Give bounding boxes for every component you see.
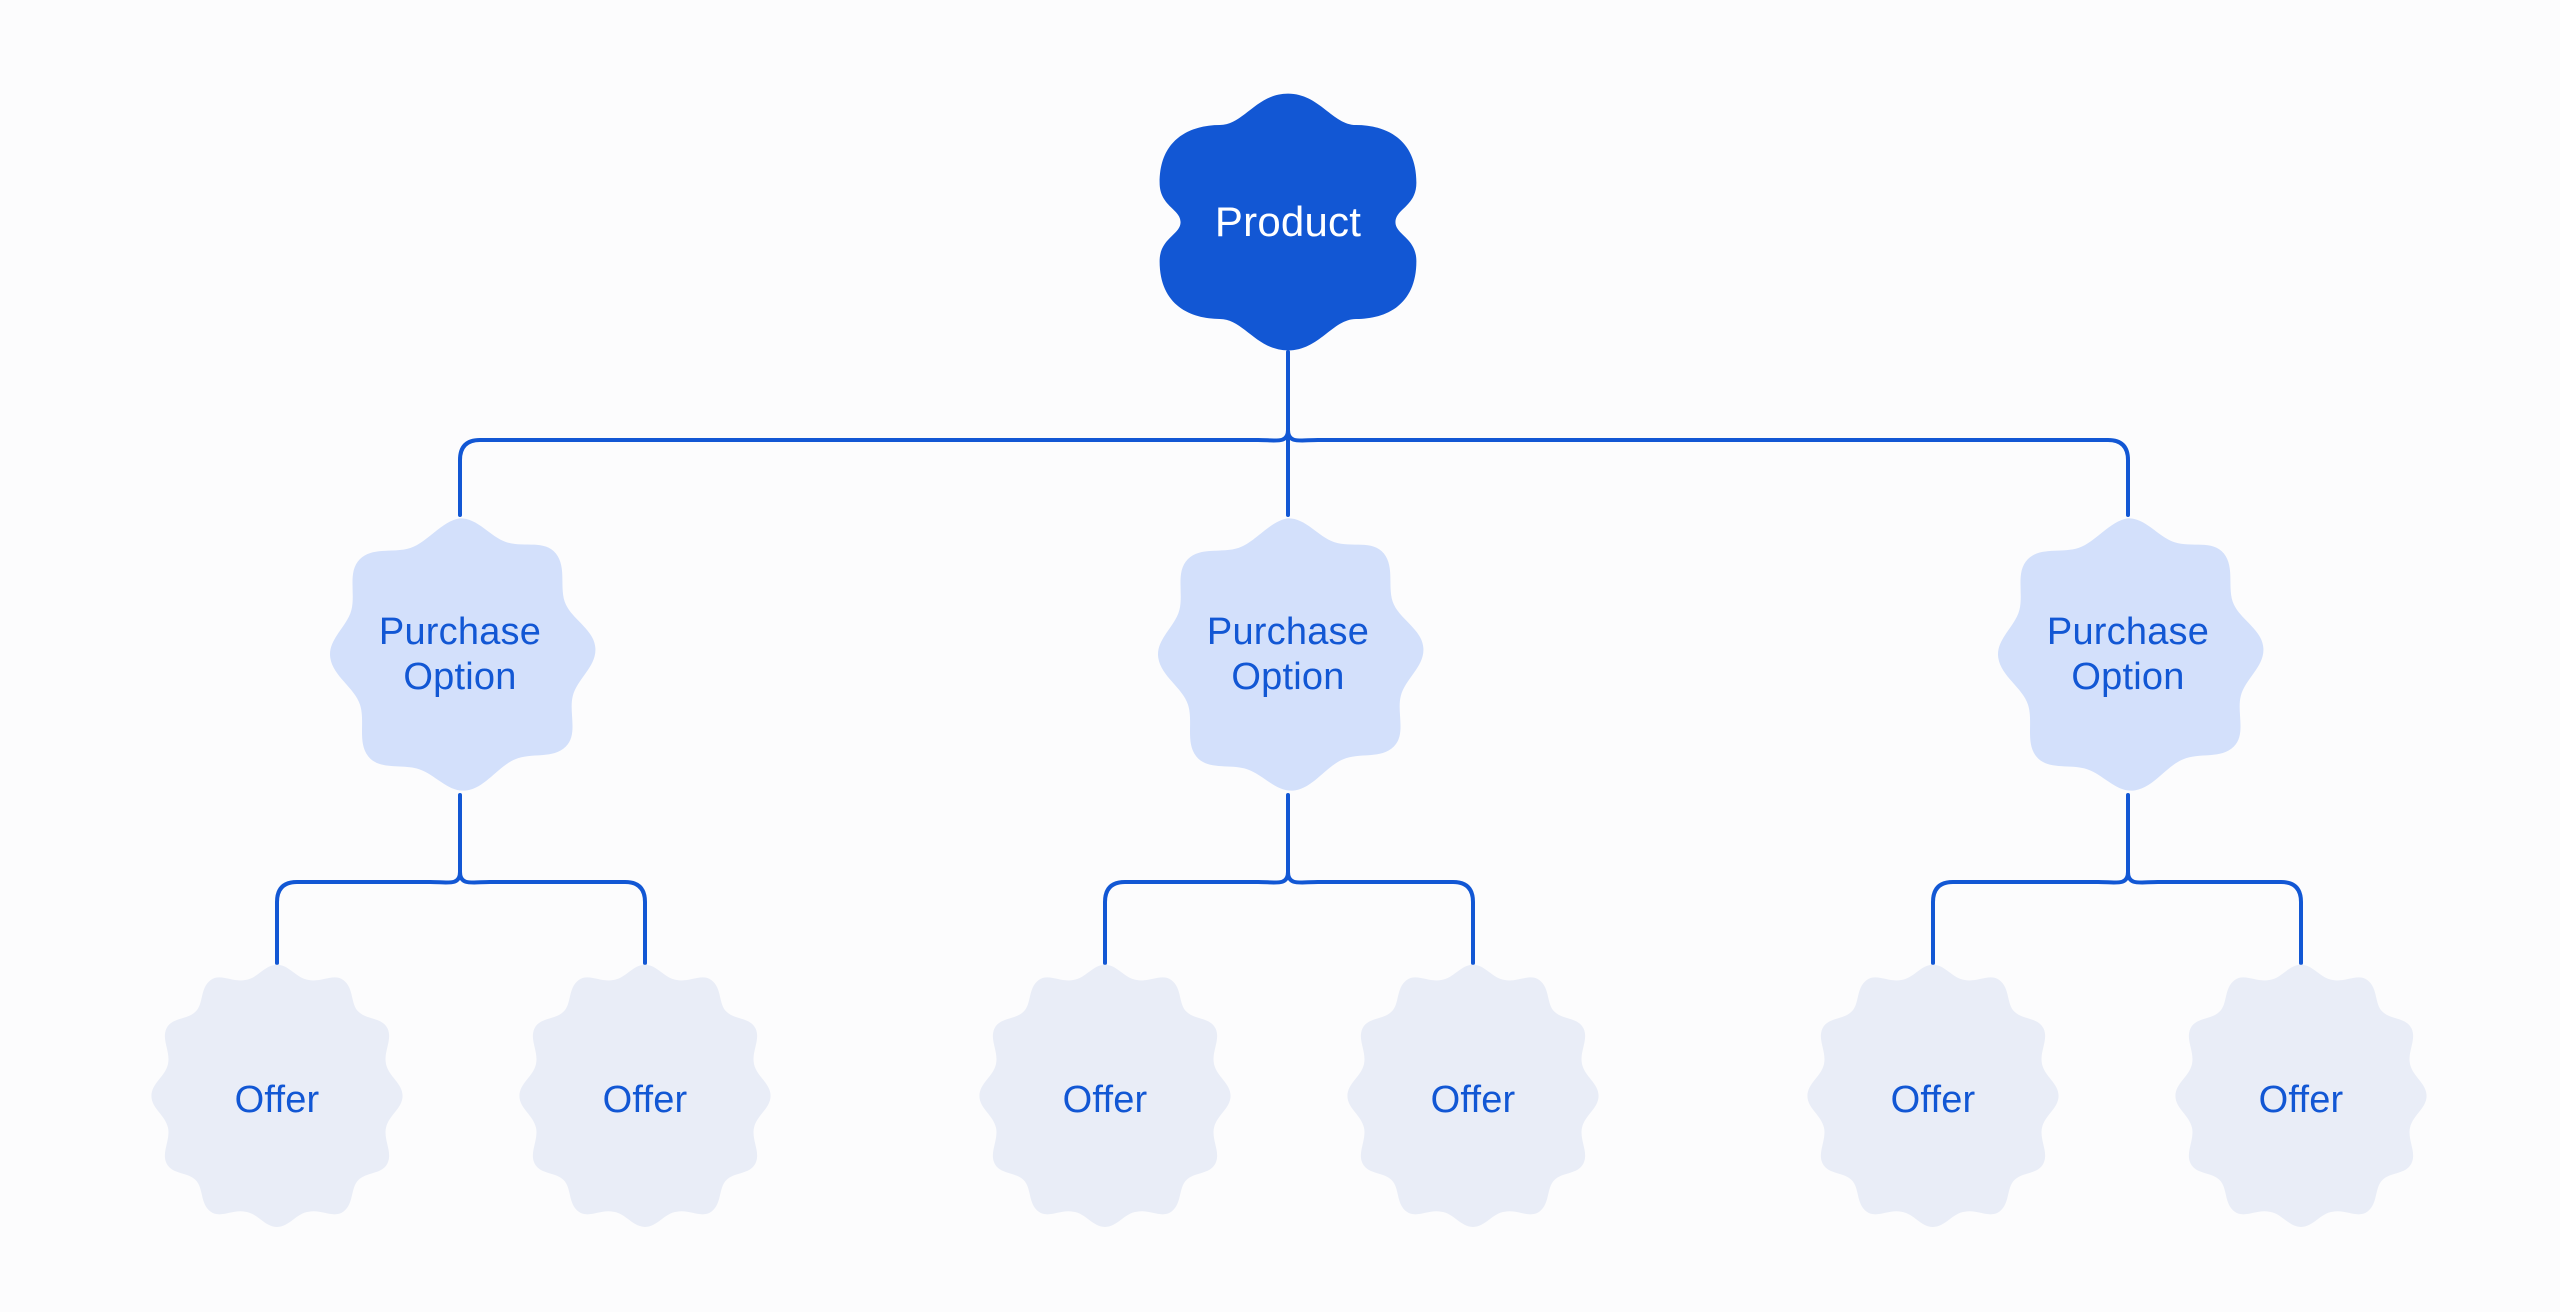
offer-scallop-shape bbox=[507, 960, 783, 1240]
edge-option3-cusp-right bbox=[2126, 870, 2160, 885]
node-purchase-option-label: Purchase Option bbox=[1206, 611, 1370, 698]
node-offer-4[interactable]: Offer bbox=[1335, 960, 1611, 1240]
offer-scallop-shape bbox=[139, 960, 415, 1240]
node-offer-5[interactable]: Offer bbox=[1795, 960, 2071, 1240]
edge-option3-cusp-left bbox=[2096, 870, 2130, 885]
purchase-option-blob-shape bbox=[1138, 514, 1438, 796]
purchase-option-blob-shape bbox=[310, 514, 610, 796]
offer-scallop-shape bbox=[1335, 960, 1611, 1240]
node-offer-label: Offer bbox=[234, 1078, 320, 1121]
node-purchase-option-3[interactable]: Purchase Option bbox=[1978, 514, 2278, 796]
edge-option2-cusp-left bbox=[1256, 870, 1290, 885]
edge-option2-cusp-right bbox=[1286, 870, 1320, 885]
node-offer-label: Offer bbox=[1062, 1078, 1148, 1121]
edge-option2-to-offer3 bbox=[1103, 880, 1260, 965]
edge-option1-to-offer1 bbox=[275, 880, 432, 965]
node-offer-3[interactable]: Offer bbox=[967, 960, 1243, 1240]
edge-bus-left bbox=[458, 438, 1260, 517]
edge-bus-cusp-left bbox=[1256, 428, 1290, 443]
edge-option3-to-offer6 bbox=[2156, 880, 2303, 965]
offer-scallop-shape bbox=[2163, 960, 2439, 1240]
node-purchase-option-1[interactable]: Purchase Option bbox=[310, 514, 610, 796]
edge-option1-cusp-left bbox=[428, 870, 462, 885]
node-purchase-option-label: Purchase Option bbox=[2046, 611, 2210, 698]
offer-scallop-shape bbox=[967, 960, 1243, 1240]
offer-scallop-shape bbox=[1795, 960, 2071, 1240]
node-offer-label: Offer bbox=[1430, 1078, 1516, 1121]
node-purchase-option-2[interactable]: Purchase Option bbox=[1138, 514, 1438, 796]
node-offer-6[interactable]: Offer bbox=[2163, 960, 2439, 1240]
product-blob-shape bbox=[1155, 91, 1421, 353]
node-offer-2[interactable]: Offer bbox=[507, 960, 783, 1240]
edge-option3-to-offer5 bbox=[1931, 880, 2100, 965]
node-purchase-option-label: Purchase Option bbox=[378, 611, 542, 698]
edge-option1-cusp-right bbox=[458, 870, 492, 885]
node-product-label: Product bbox=[1214, 198, 1362, 246]
edge-bus-cusp-right bbox=[1286, 428, 1320, 443]
node-offer-label: Offer bbox=[2258, 1078, 2344, 1121]
node-offer-label: Offer bbox=[1890, 1078, 1976, 1121]
purchase-option-blob-shape bbox=[1978, 514, 2278, 796]
edge-option2-to-offer4 bbox=[1316, 880, 1475, 965]
node-offer-1[interactable]: Offer bbox=[139, 960, 415, 1240]
node-offer-label: Offer bbox=[602, 1078, 688, 1121]
edge-bus-right bbox=[1316, 438, 2130, 517]
node-product[interactable]: Product bbox=[1155, 91, 1421, 353]
edge-option1-to-offer2 bbox=[488, 880, 647, 965]
